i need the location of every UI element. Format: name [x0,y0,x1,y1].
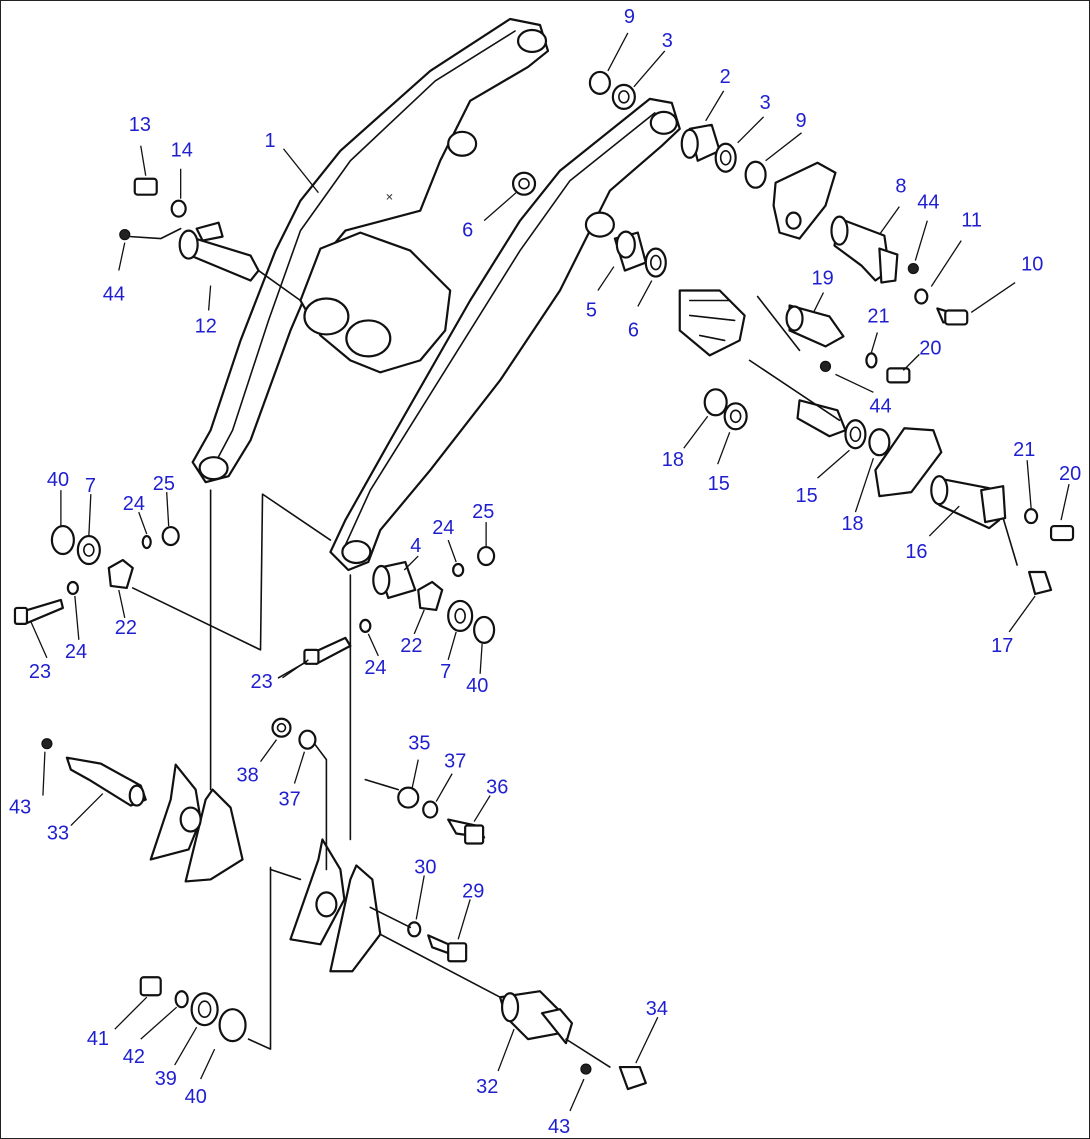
pin-12-group [119,177,302,302]
lower-links [41,489,647,1091]
callout-1[interactable]: 1 [265,130,276,152]
callout-24[interactable]: 24 [432,517,454,539]
callout-44[interactable]: 44 [103,283,125,305]
callout-5[interactable]: 5 [586,299,597,321]
callout-21[interactable]: 21 [867,305,889,327]
callout-36[interactable]: 36 [486,777,508,799]
callout-41[interactable]: 41 [87,1028,109,1050]
callout-24[interactable]: 24 [364,657,386,679]
callout-38[interactable]: 38 [237,765,259,787]
callout-21[interactable]: 21 [1013,439,1035,461]
callout-37[interactable]: 37 [278,789,300,811]
callout-29[interactable]: 29 [462,880,484,902]
callout-40[interactable]: 40 [466,675,488,697]
callout-19[interactable]: 19 [812,268,834,290]
callout-labels: 9 3 2 3 9 1 13 14 44 12 6 5 6 8 44 11 10… [9,6,1081,1138]
callout-4[interactable]: 4 [410,535,421,557]
center-bracket-group [277,545,496,679]
cylinder-pin-group [678,289,1075,596]
callout-7[interactable]: 7 [85,475,96,497]
callout-43[interactable]: 43 [9,797,31,819]
callout-40[interactable]: 40 [47,469,69,491]
callout-18[interactable]: 18 [841,513,863,535]
callout-2[interactable]: 2 [720,66,731,88]
callout-14[interactable]: 14 [171,140,193,162]
callout-22[interactable]: 22 [115,617,137,639]
callout-15[interactable]: 15 [796,485,818,507]
callout-23[interactable]: 23 [251,671,273,693]
callout-16[interactable]: 16 [905,541,927,563]
callout-15[interactable]: 15 [708,473,730,495]
callout-17[interactable]: 17 [991,635,1013,657]
callout-39[interactable]: 39 [155,1068,177,1090]
callout-42[interactable]: 42 [123,1046,145,1068]
callout-22[interactable]: 22 [400,635,422,657]
callout-3[interactable]: 3 [760,92,771,114]
callout-20[interactable]: 20 [919,337,941,359]
callout-35[interactable]: 35 [408,733,430,755]
callout-20[interactable]: 20 [1059,463,1081,485]
callout-9[interactable]: 9 [624,6,635,28]
callout-37[interactable]: 37 [444,751,466,773]
callout-3[interactable]: 3 [662,30,673,52]
lift-arm-assembly: ✕ [191,17,681,572]
callout-24[interactable]: 24 [65,641,87,663]
callout-43[interactable]: 43 [548,1116,570,1138]
arm-marking: ✕ [385,193,393,204]
callout-9[interactable]: 9 [796,110,807,132]
callout-23[interactable]: 23 [29,661,51,683]
callout-6[interactable]: 6 [628,319,639,341]
leader-lines [30,32,1070,1112]
callout-11[interactable]: 11 [961,210,982,232]
callout-24[interactable]: 24 [123,493,145,515]
left-bracket-group [13,493,332,651]
callout-34[interactable]: 34 [646,998,668,1020]
callout-32[interactable]: 32 [476,1076,498,1098]
callout-30[interactable]: 30 [414,856,436,878]
washers-top [511,70,969,326]
callout-8[interactable]: 8 [895,176,906,198]
callout-13[interactable]: 13 [129,114,151,136]
callout-10[interactable]: 10 [1021,254,1043,276]
callout-18[interactable]: 18 [662,449,684,471]
callout-25[interactable]: 25 [153,473,175,495]
callout-25[interactable]: 25 [472,501,494,523]
callout-7[interactable]: 7 [440,661,451,683]
callout-44[interactable]: 44 [869,395,891,417]
callout-12[interactable]: 12 [195,315,217,337]
callout-44[interactable]: 44 [917,192,939,214]
callout-40[interactable]: 40 [185,1086,207,1108]
callout-6[interactable]: 6 [462,220,473,242]
callout-33[interactable]: 33 [47,823,69,845]
